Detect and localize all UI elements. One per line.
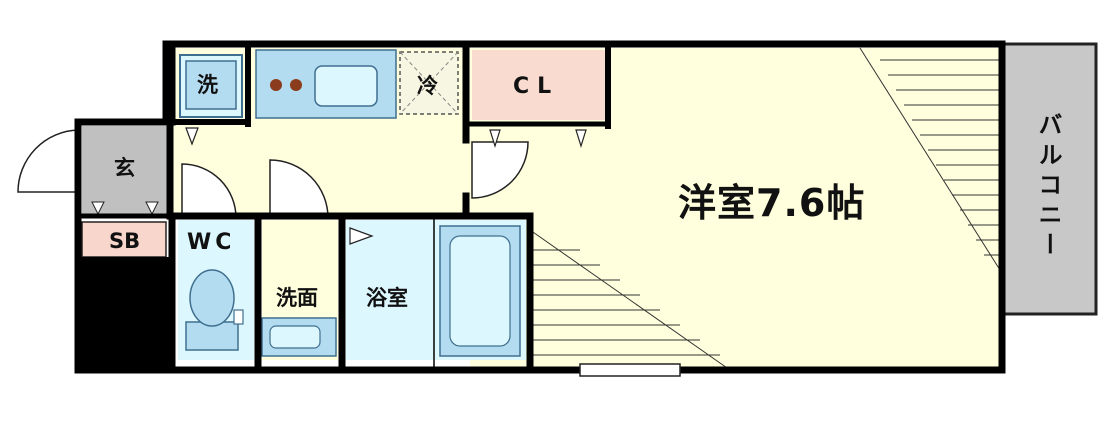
room-hatching [859, 47, 1001, 271]
bottom-window [579, 363, 681, 377]
washbasin-bowl [269, 325, 321, 349]
fridge-label: 冷 [417, 74, 438, 98]
balcony-label: バルコニー [1034, 112, 1062, 262]
room-hatching-lower [529, 229, 731, 371]
washbasin-label: 洗面 [276, 286, 318, 310]
closet-label: CL [513, 74, 560, 99]
closet-area [472, 50, 608, 120]
toilet-label: WC [187, 230, 236, 255]
bath-door-flag [349, 227, 374, 245]
fridge-cross-2 [399, 51, 459, 115]
shoe-box-label: SB [109, 229, 141, 253]
stove-burner-1 [270, 79, 282, 91]
walls [74, 40, 1006, 374]
pillar-block [78, 257, 170, 370]
balcony-area [998, 42, 1098, 316]
entrance-door [17, 129, 79, 193]
closet-door-2 [575, 129, 587, 149]
entrance-floor [82, 126, 170, 214]
toilet-bowl [189, 269, 235, 327]
room-door [471, 141, 529, 199]
bathroom-label: 浴室 [366, 286, 408, 310]
stove-burner-2 [290, 79, 302, 91]
hall-marker [185, 127, 199, 146]
closet-door-1 [489, 129, 501, 149]
western-room-label: 洋室7.6帖 [678, 181, 866, 225]
washer-label: 洗 [197, 73, 218, 97]
washer-pan [185, 60, 237, 110]
entrance-label: 玄 [114, 156, 135, 180]
shoe-box [81, 221, 167, 258]
kitchen-sink [314, 65, 378, 107]
sb-marker-1 [91, 201, 105, 216]
bathtub-inner [449, 235, 511, 347]
sb-marker-2 [145, 201, 159, 216]
toilet-paper [233, 309, 244, 325]
